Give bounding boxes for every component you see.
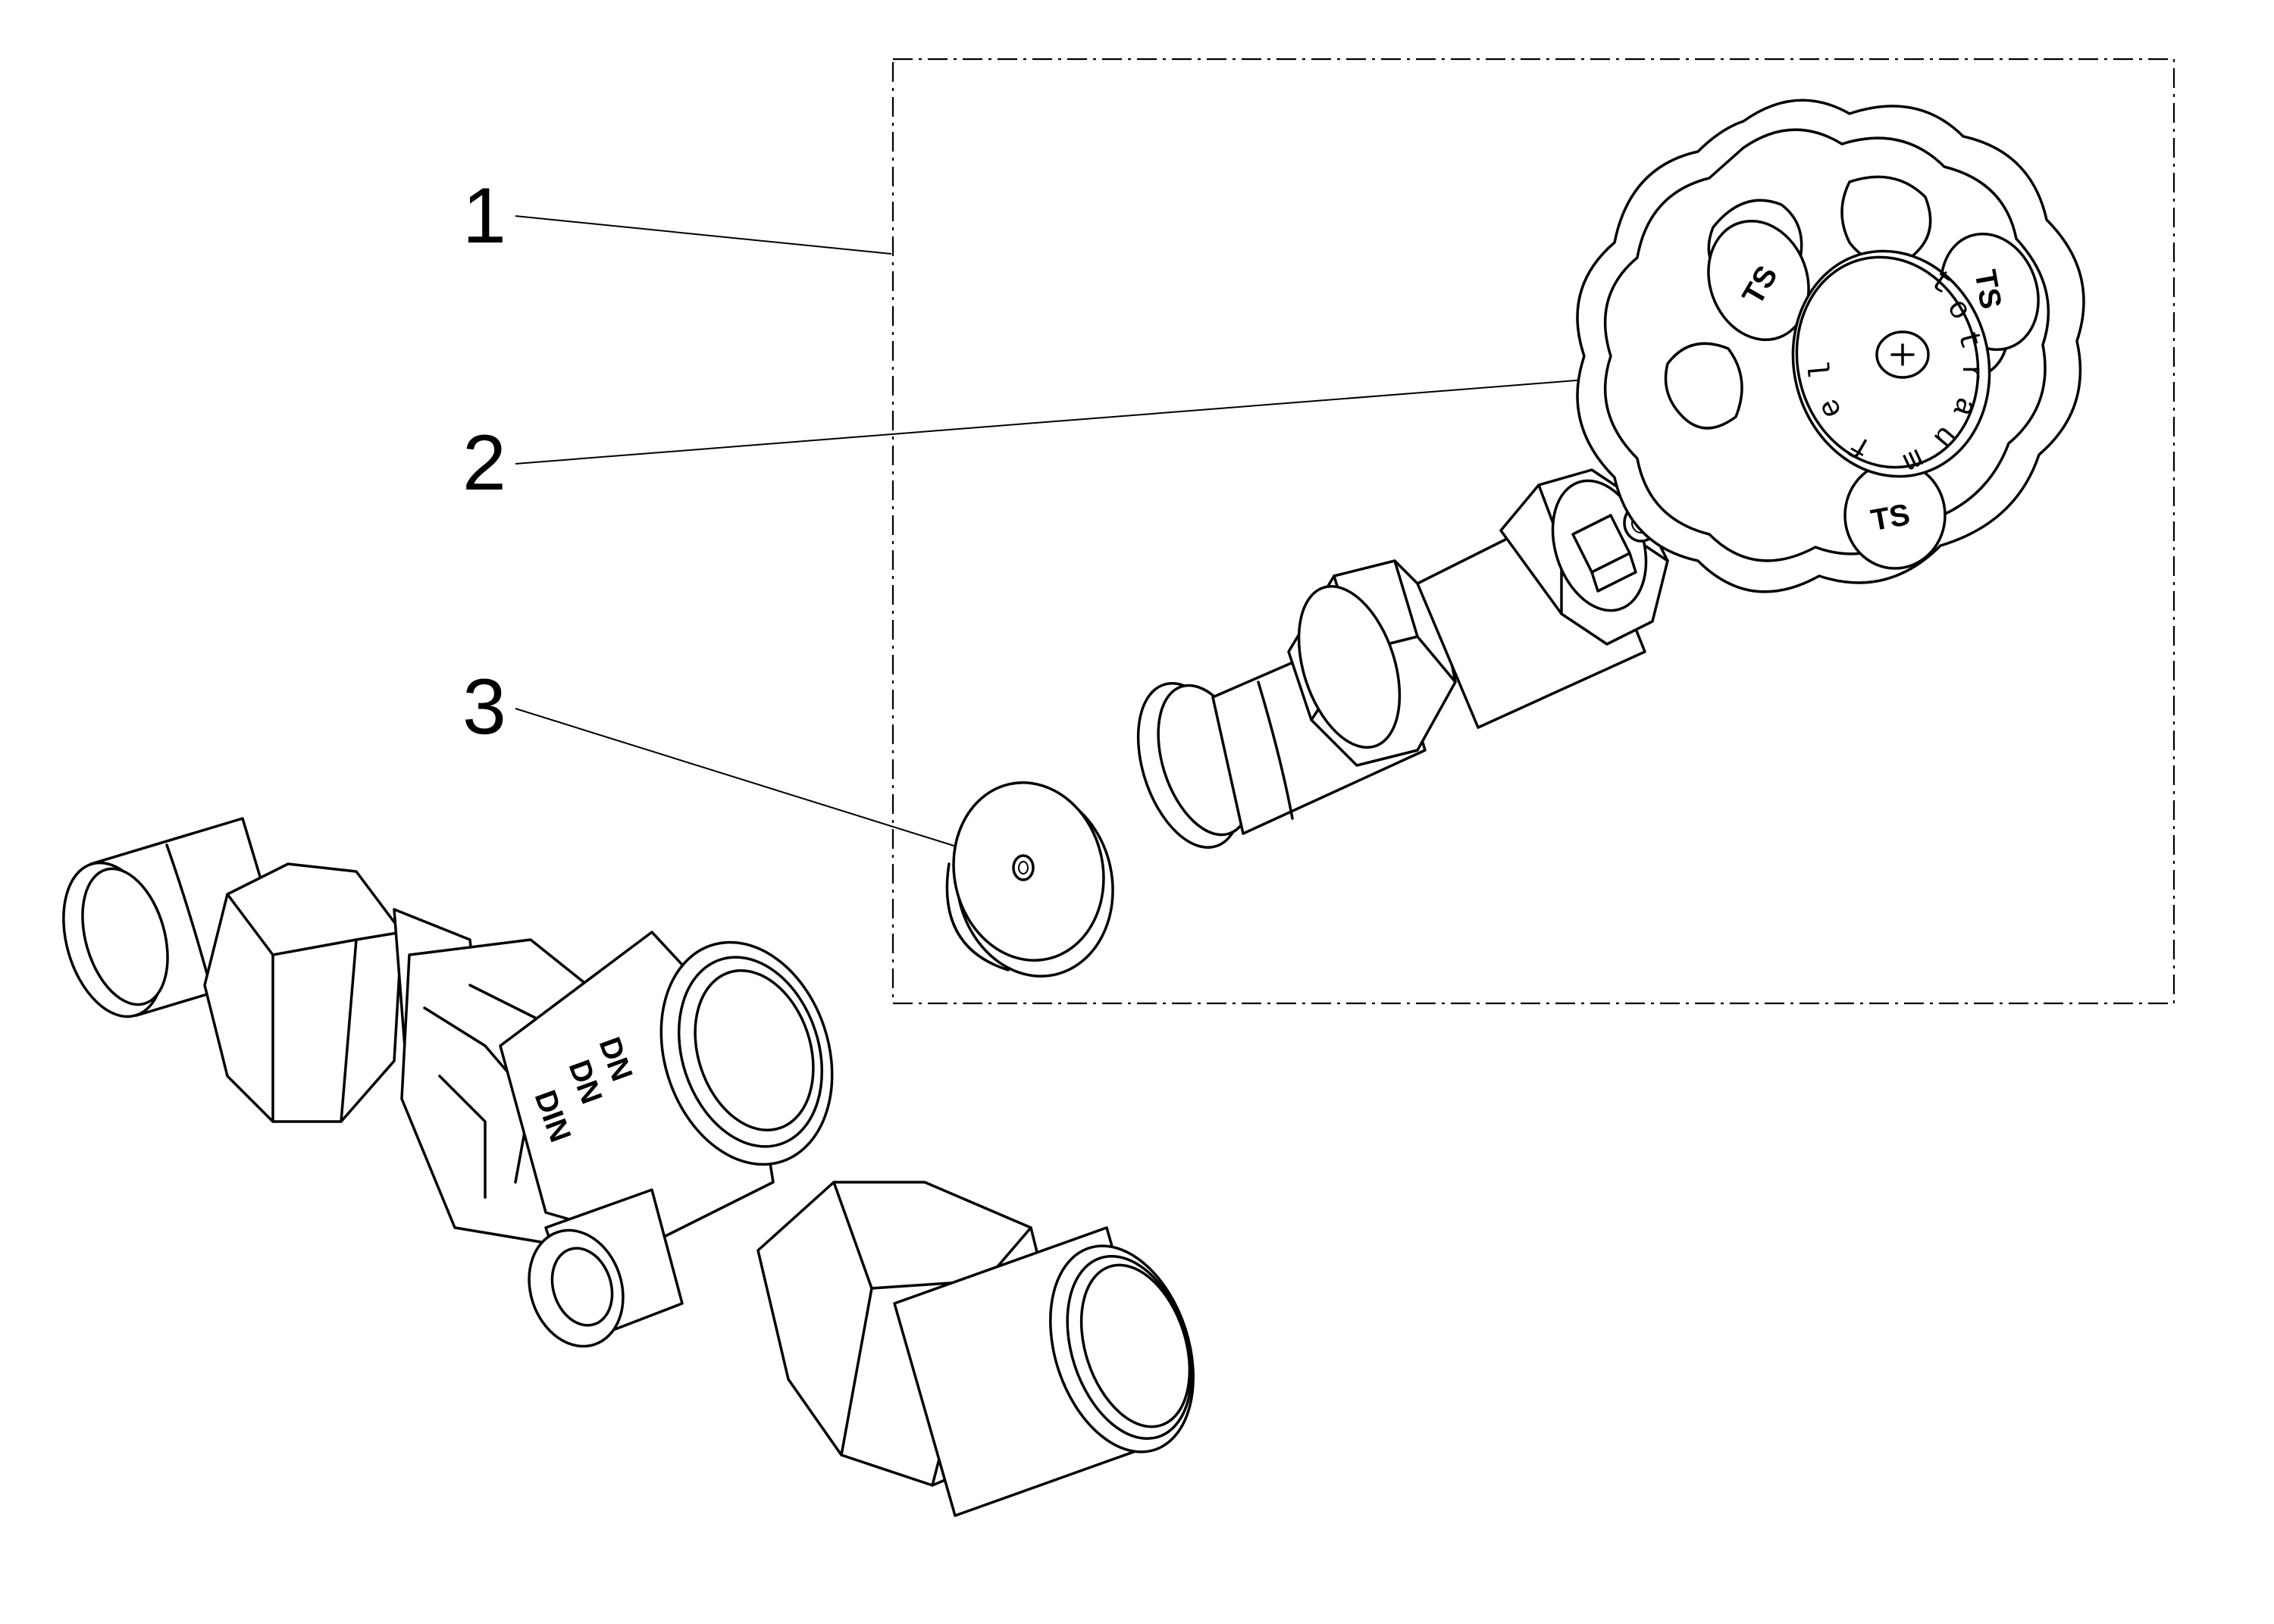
ts-logo: TS — [1868, 498, 1912, 537]
right-press-connector — [893, 1226, 1195, 1517]
handwheel-screw — [1875, 330, 1930, 379]
valve-body: DN DN DIN — [62, 817, 1195, 1517]
handwheel-logo-top-left: TS — [1707, 219, 1810, 342]
valve-head-spindle — [1136, 468, 1669, 849]
leader-line — [515, 215, 892, 255]
cap-letter: l — [1805, 360, 1840, 381]
drain-side-port — [528, 1188, 684, 1348]
kit-boundary-box — [891, 58, 2175, 1005]
callout-1: 1 — [462, 172, 892, 260]
callout-number: 3 — [462, 663, 506, 751]
washer-disc — [945, 781, 1114, 978]
cap-letter: r — [1953, 364, 1987, 382]
handwheel-logo-bottom: TS — [1843, 461, 1947, 570]
callout-number: 2 — [462, 419, 506, 507]
leader-line — [515, 708, 1013, 865]
callout-2: 2 — [462, 371, 1693, 507]
leader-line — [515, 371, 1693, 465]
callout-number: 1 — [462, 172, 506, 260]
callout-3: 3 — [462, 663, 1013, 865]
ts-logo: TS — [1968, 268, 2007, 311]
valve-bonnet-socket: DN DN DIN — [499, 931, 834, 1244]
handwheel: TS TS TS t o t r a u m f e l — [1576, 99, 2085, 593]
